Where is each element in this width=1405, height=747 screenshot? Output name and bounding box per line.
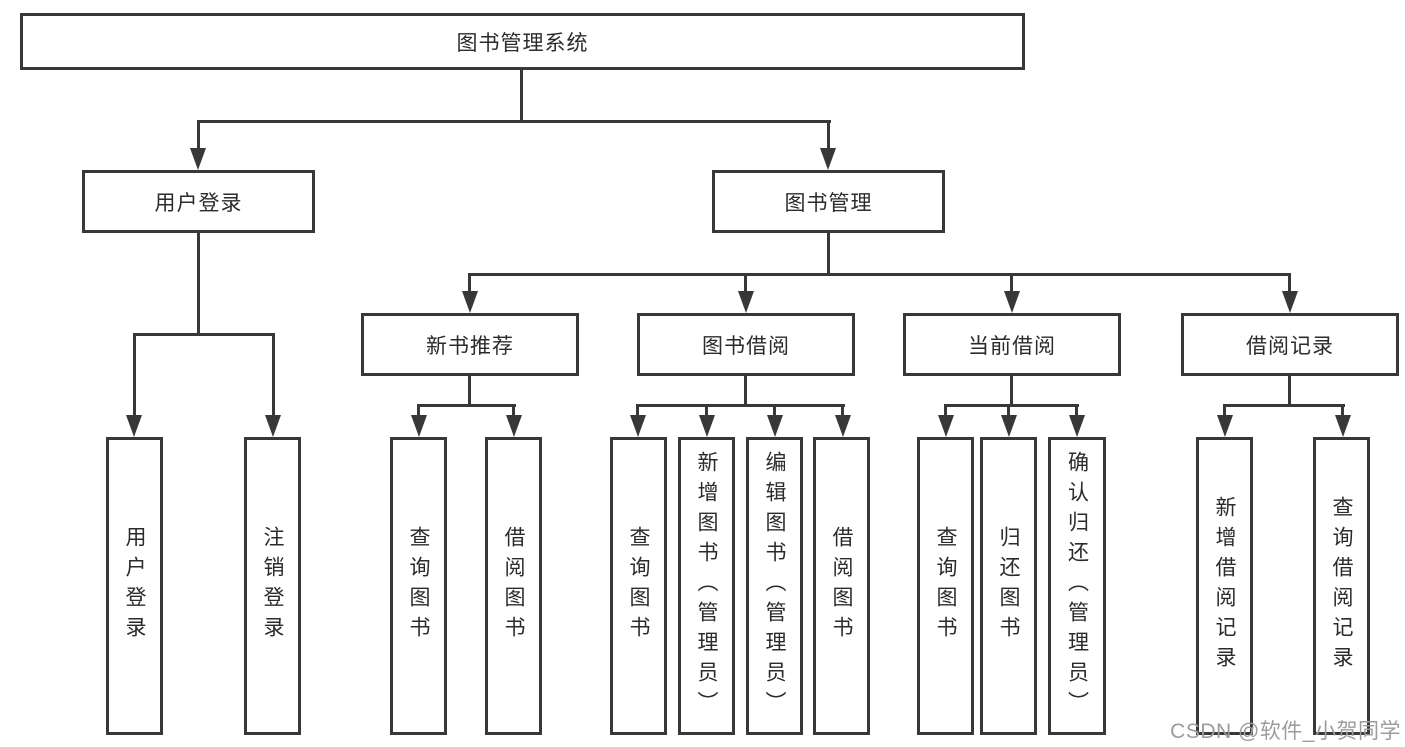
- node-label: 归还图书: [997, 526, 1020, 646]
- connector-line: [417, 404, 516, 407]
- connector-line: [944, 404, 947, 417]
- node-label: 用户登录: [123, 526, 146, 646]
- connector-line: [841, 404, 844, 417]
- node-label: 借阅图书: [830, 526, 853, 646]
- node-current-borrowing: 当前借阅: [903, 313, 1121, 376]
- leaf-add-book-admin: 新增图书（管理员）: [678, 437, 735, 735]
- connector-line: [944, 404, 1079, 407]
- connector-line: [636, 404, 639, 417]
- connector-line: [468, 273, 471, 293]
- connector-line: [705, 404, 708, 417]
- leaf-query-books-recommend: 查询图书: [390, 437, 447, 735]
- node-label: 新增图书（管理员）: [695, 451, 718, 721]
- connector-line: [1223, 404, 1226, 417]
- connector-line: [827, 120, 830, 150]
- connector-arrowhead: [820, 148, 836, 170]
- watermark: CSDN @软件_小贺同学: [1170, 720, 1401, 743]
- node-label: 查询借阅记录: [1330, 496, 1353, 676]
- connector-line: [272, 333, 275, 417]
- connector-arrowhead: [767, 415, 783, 437]
- node-label: 用户登录: [154, 191, 243, 215]
- connector-arrowhead: [1069, 415, 1085, 437]
- node-user-login: 用户登录: [82, 170, 315, 233]
- node-label: 新书推荐: [426, 334, 514, 358]
- connector-arrowhead: [506, 415, 522, 437]
- connector-arrowhead: [938, 415, 954, 437]
- connector-arrowhead: [1004, 291, 1020, 313]
- connector-line: [1075, 404, 1078, 417]
- connector-arrowhead: [1217, 415, 1233, 437]
- connector-line: [744, 273, 747, 293]
- connector-arrowhead: [630, 415, 646, 437]
- node-label: 确认归还（管理员）: [1065, 451, 1089, 721]
- connector-line: [1288, 273, 1291, 293]
- connector-arrowhead: [462, 291, 478, 313]
- leaf-borrow-books: 借阅图书: [813, 437, 870, 735]
- connector-line: [636, 404, 845, 407]
- node-book-management: 图书管理: [712, 170, 945, 233]
- node-label: 新增借阅记录: [1213, 496, 1236, 676]
- leaf-return-book: 归还图书: [980, 437, 1037, 735]
- node-borrowing-records: 借阅记录: [1181, 313, 1399, 376]
- leaf-query-books-current: 查询图书: [917, 437, 974, 735]
- connector-arrowhead: [699, 415, 715, 437]
- leaf-add-borrow-record: 新增借阅记录: [1196, 437, 1253, 735]
- connector-arrowhead: [835, 415, 851, 437]
- node-new-book-recommendation: 新书推荐: [361, 313, 579, 376]
- connector-arrowhead: [265, 415, 281, 437]
- node-label: 图书管理系统: [456, 31, 589, 55]
- connector-line: [197, 120, 200, 150]
- connector-line: [1010, 273, 1013, 293]
- connector-line: [1007, 404, 1010, 417]
- connector-line: [1341, 404, 1344, 417]
- leaf-query-borrow-record: 查询借阅记录: [1313, 437, 1370, 735]
- connector-line: [827, 232, 830, 275]
- connector-line: [133, 333, 136, 417]
- node-label: 图书管理: [784, 191, 873, 215]
- connector-line: [197, 232, 200, 335]
- node-library-management-system: 图书管理系统: [20, 13, 1025, 70]
- connector-line: [1288, 375, 1291, 406]
- leaf-user-login: 用户登录: [106, 437, 163, 735]
- connector-arrowhead: [126, 415, 142, 437]
- connector-arrowhead: [1282, 291, 1298, 313]
- connector-line: [520, 68, 523, 123]
- leaf-logout: 注销登录: [244, 437, 301, 735]
- connector-arrowhead: [411, 415, 427, 437]
- connector-line: [1010, 375, 1013, 406]
- connector-line: [1223, 404, 1345, 407]
- connector-line: [773, 404, 776, 417]
- node-label: 图书借阅: [702, 334, 790, 358]
- connector-line: [468, 375, 471, 406]
- node-label: 注销登录: [261, 526, 284, 646]
- node-label: 借阅图书: [502, 526, 525, 646]
- node-label: 编辑图书（管理员）: [763, 451, 786, 721]
- node-label: 查询图书: [407, 526, 430, 646]
- leaf-confirm-return-admin: 确认归还（管理员）: [1048, 437, 1106, 735]
- connector-line: [133, 333, 275, 336]
- connector-arrowhead: [1001, 415, 1017, 437]
- connector-line: [512, 404, 515, 417]
- connector-line: [197, 120, 831, 123]
- connector-arrowhead: [738, 291, 754, 313]
- node-label: 查询图书: [627, 526, 650, 646]
- node-label: 当前借阅: [968, 334, 1056, 358]
- leaf-query-books-borrowing: 查询图书: [610, 437, 667, 735]
- connector-line: [744, 375, 747, 406]
- connector-line: [468, 273, 1291, 276]
- node-book-borrowing: 图书借阅: [637, 313, 855, 376]
- leaf-borrow-books-recommend: 借阅图书: [485, 437, 542, 735]
- connector-arrowhead: [1335, 415, 1351, 437]
- leaf-edit-book-admin: 编辑图书（管理员）: [746, 437, 803, 735]
- connector-arrowhead: [190, 148, 206, 170]
- node-label: 查询图书: [934, 526, 957, 646]
- node-label: 借阅记录: [1246, 334, 1334, 358]
- connector-line: [417, 404, 420, 417]
